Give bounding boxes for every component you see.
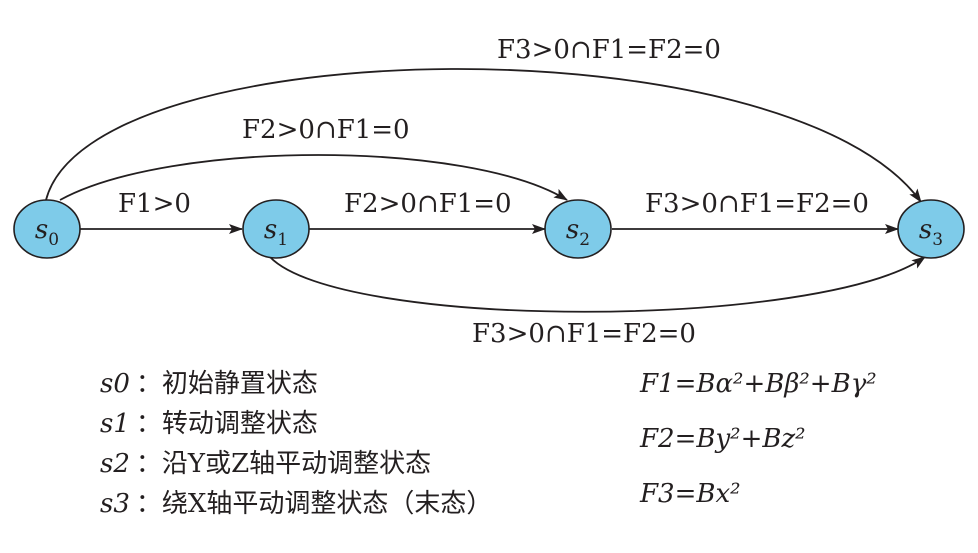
edge-label-s2-s3: F3>0∩F1=F2=0	[645, 189, 869, 219]
node-s1: s1	[242, 199, 310, 259]
svg-text:s0: s0	[35, 215, 59, 250]
node-s2: s2	[544, 199, 612, 259]
edge-s0-s2	[59, 154, 568, 201]
edge-label-s0-s3: F3>0∩F1=F2=0	[497, 35, 721, 65]
edge-s0-s3	[45, 68, 922, 203]
svg-text:s2: s2	[566, 215, 590, 250]
legend-item: s1：转动调整状态	[100, 409, 318, 439]
svg-text:s1: s1	[264, 215, 288, 250]
edge-label-s1-s2: F2>0∩F1=0	[344, 189, 512, 219]
edge-label-s0-s1: F1>0	[118, 189, 191, 219]
node-s0: s0	[13, 199, 81, 259]
legend-item: s2：沿Y或Z轴平动调整状态	[100, 449, 431, 479]
legend: s0：初始静置状态 s1：转动调整状态 s2：沿Y或Z轴平动调整状态 s3：绕X…	[100, 369, 492, 519]
legend-item: s0：初始静置状态	[100, 369, 318, 399]
formula-f2: F2=By²+Bz²	[639, 424, 806, 454]
legend-item: s3：绕X轴平动调整状态（末态）	[100, 489, 492, 519]
node-s3: s3	[897, 199, 965, 259]
edge-label-s0-s2: F2>0∩F1=0	[242, 115, 410, 145]
formula-f1: F1=Bα²+Bβ²+Bγ²	[639, 369, 877, 399]
edge-label-s1-s3: F3>0∩F1=F2=0	[472, 319, 696, 349]
formulas: F1=Bα²+Bβ²+Bγ² F2=By²+Bz² F3=Bx²	[639, 369, 877, 509]
svg-text:s3: s3	[919, 215, 943, 250]
formula-f3: F3=Bx²	[639, 479, 741, 509]
edge-s1-s3	[269, 256, 926, 313]
